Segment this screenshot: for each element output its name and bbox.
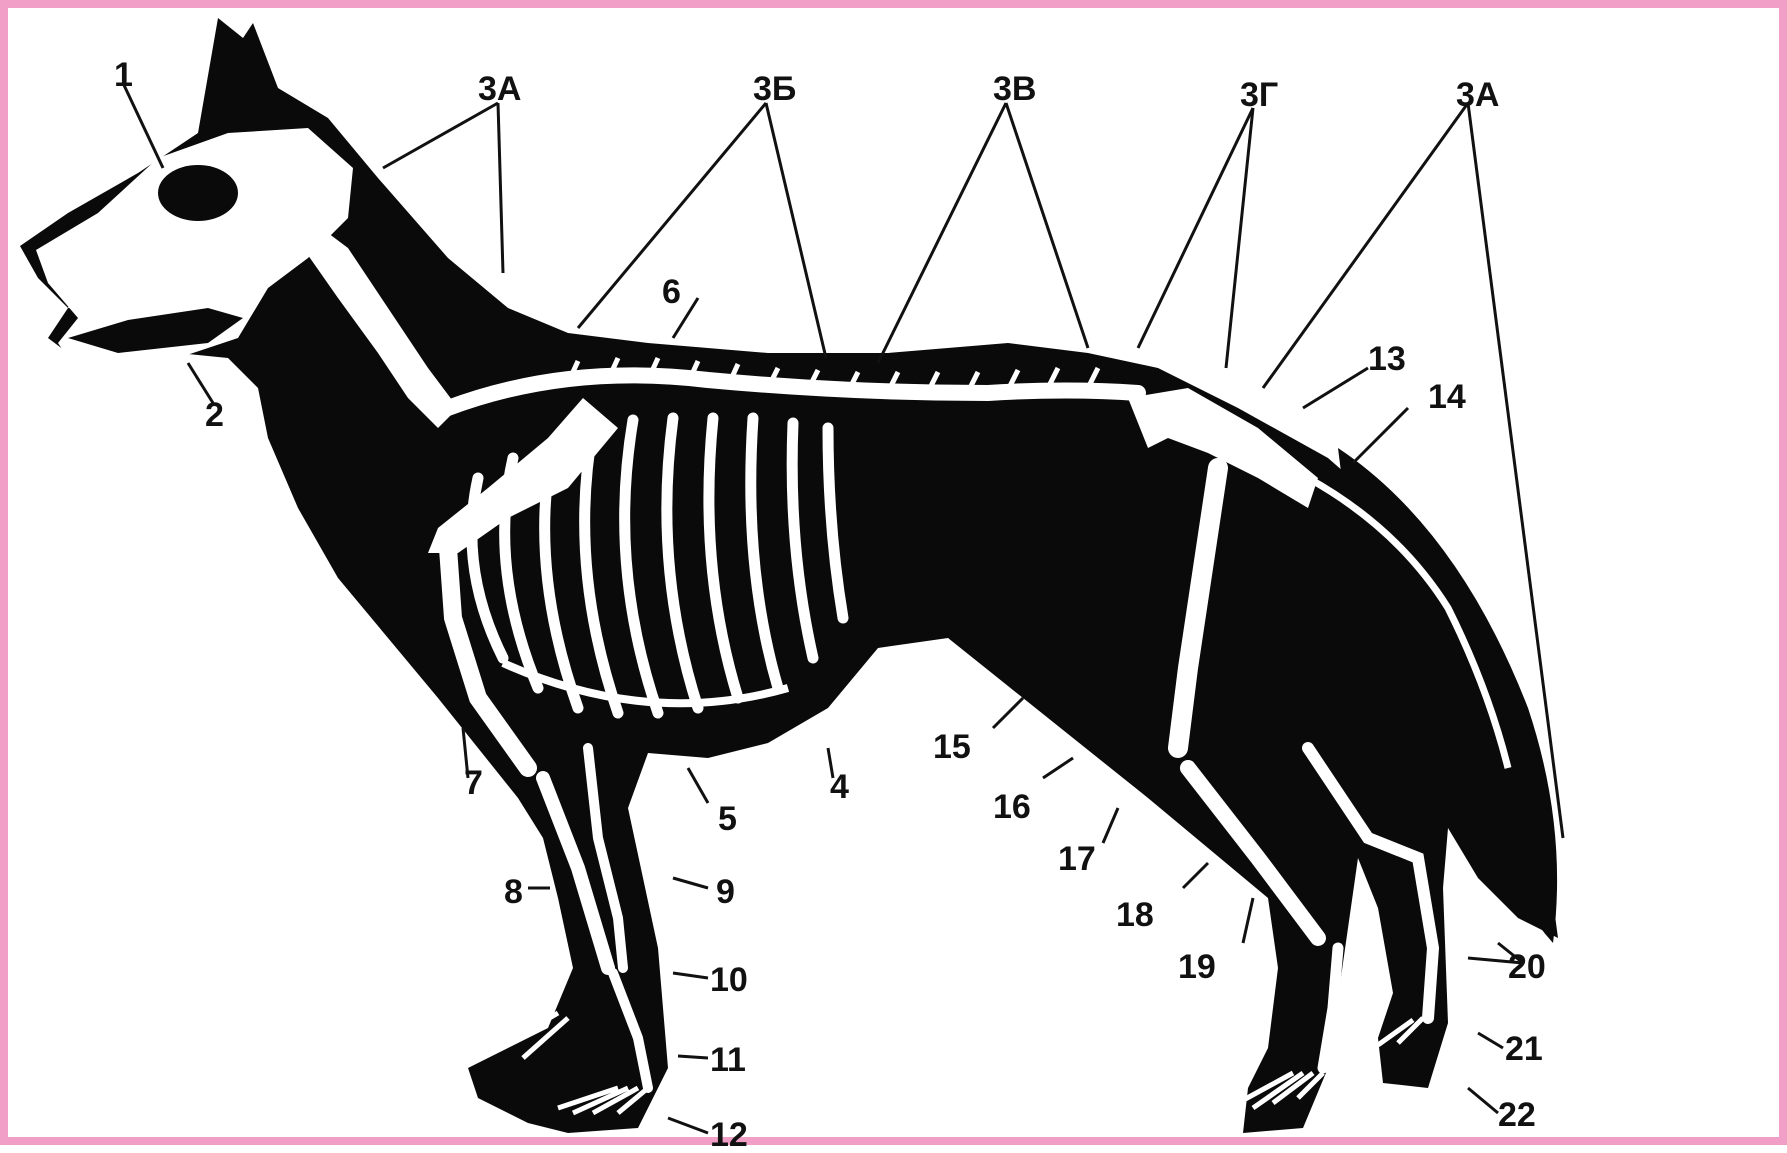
label-8: 8 xyxy=(504,873,523,911)
label-1: 1 xyxy=(114,56,133,94)
label-11: 11 xyxy=(710,1041,746,1079)
label-4: 4 xyxy=(830,768,849,806)
label-3v: 3В xyxy=(993,70,1036,108)
label-5: 5 xyxy=(718,800,737,838)
label-15: 15 xyxy=(933,728,971,766)
label-7: 7 xyxy=(464,764,483,802)
label-22: 22 xyxy=(1498,1096,1536,1134)
label-9: 9 xyxy=(716,873,735,911)
label-18: 18 xyxy=(1116,896,1154,934)
label-6: 6 xyxy=(662,273,681,311)
dog-skeleton-diagram: 1 2 3A 3Б 3В 3Г 3А 6 13 14 15 4 5 7 16 1… xyxy=(8,8,1787,1153)
label-21: 21 xyxy=(1505,1030,1543,1068)
label-19: 19 xyxy=(1178,948,1216,986)
label-3b: 3Б xyxy=(753,70,796,108)
label-3g: 3Г xyxy=(1240,76,1278,114)
label-2: 2 xyxy=(205,396,224,434)
eye-orbit xyxy=(158,165,238,221)
label-14: 14 xyxy=(1428,378,1466,416)
label-16: 16 xyxy=(993,788,1031,826)
label-13: 13 xyxy=(1368,340,1406,378)
label-3a-right: 3А xyxy=(1456,76,1499,114)
label-12: 12 xyxy=(710,1116,748,1153)
label-20: 20 xyxy=(1508,948,1546,986)
label-17: 17 xyxy=(1058,840,1096,878)
label-3a-left: 3A xyxy=(478,70,521,108)
label-10: 10 xyxy=(710,961,748,999)
